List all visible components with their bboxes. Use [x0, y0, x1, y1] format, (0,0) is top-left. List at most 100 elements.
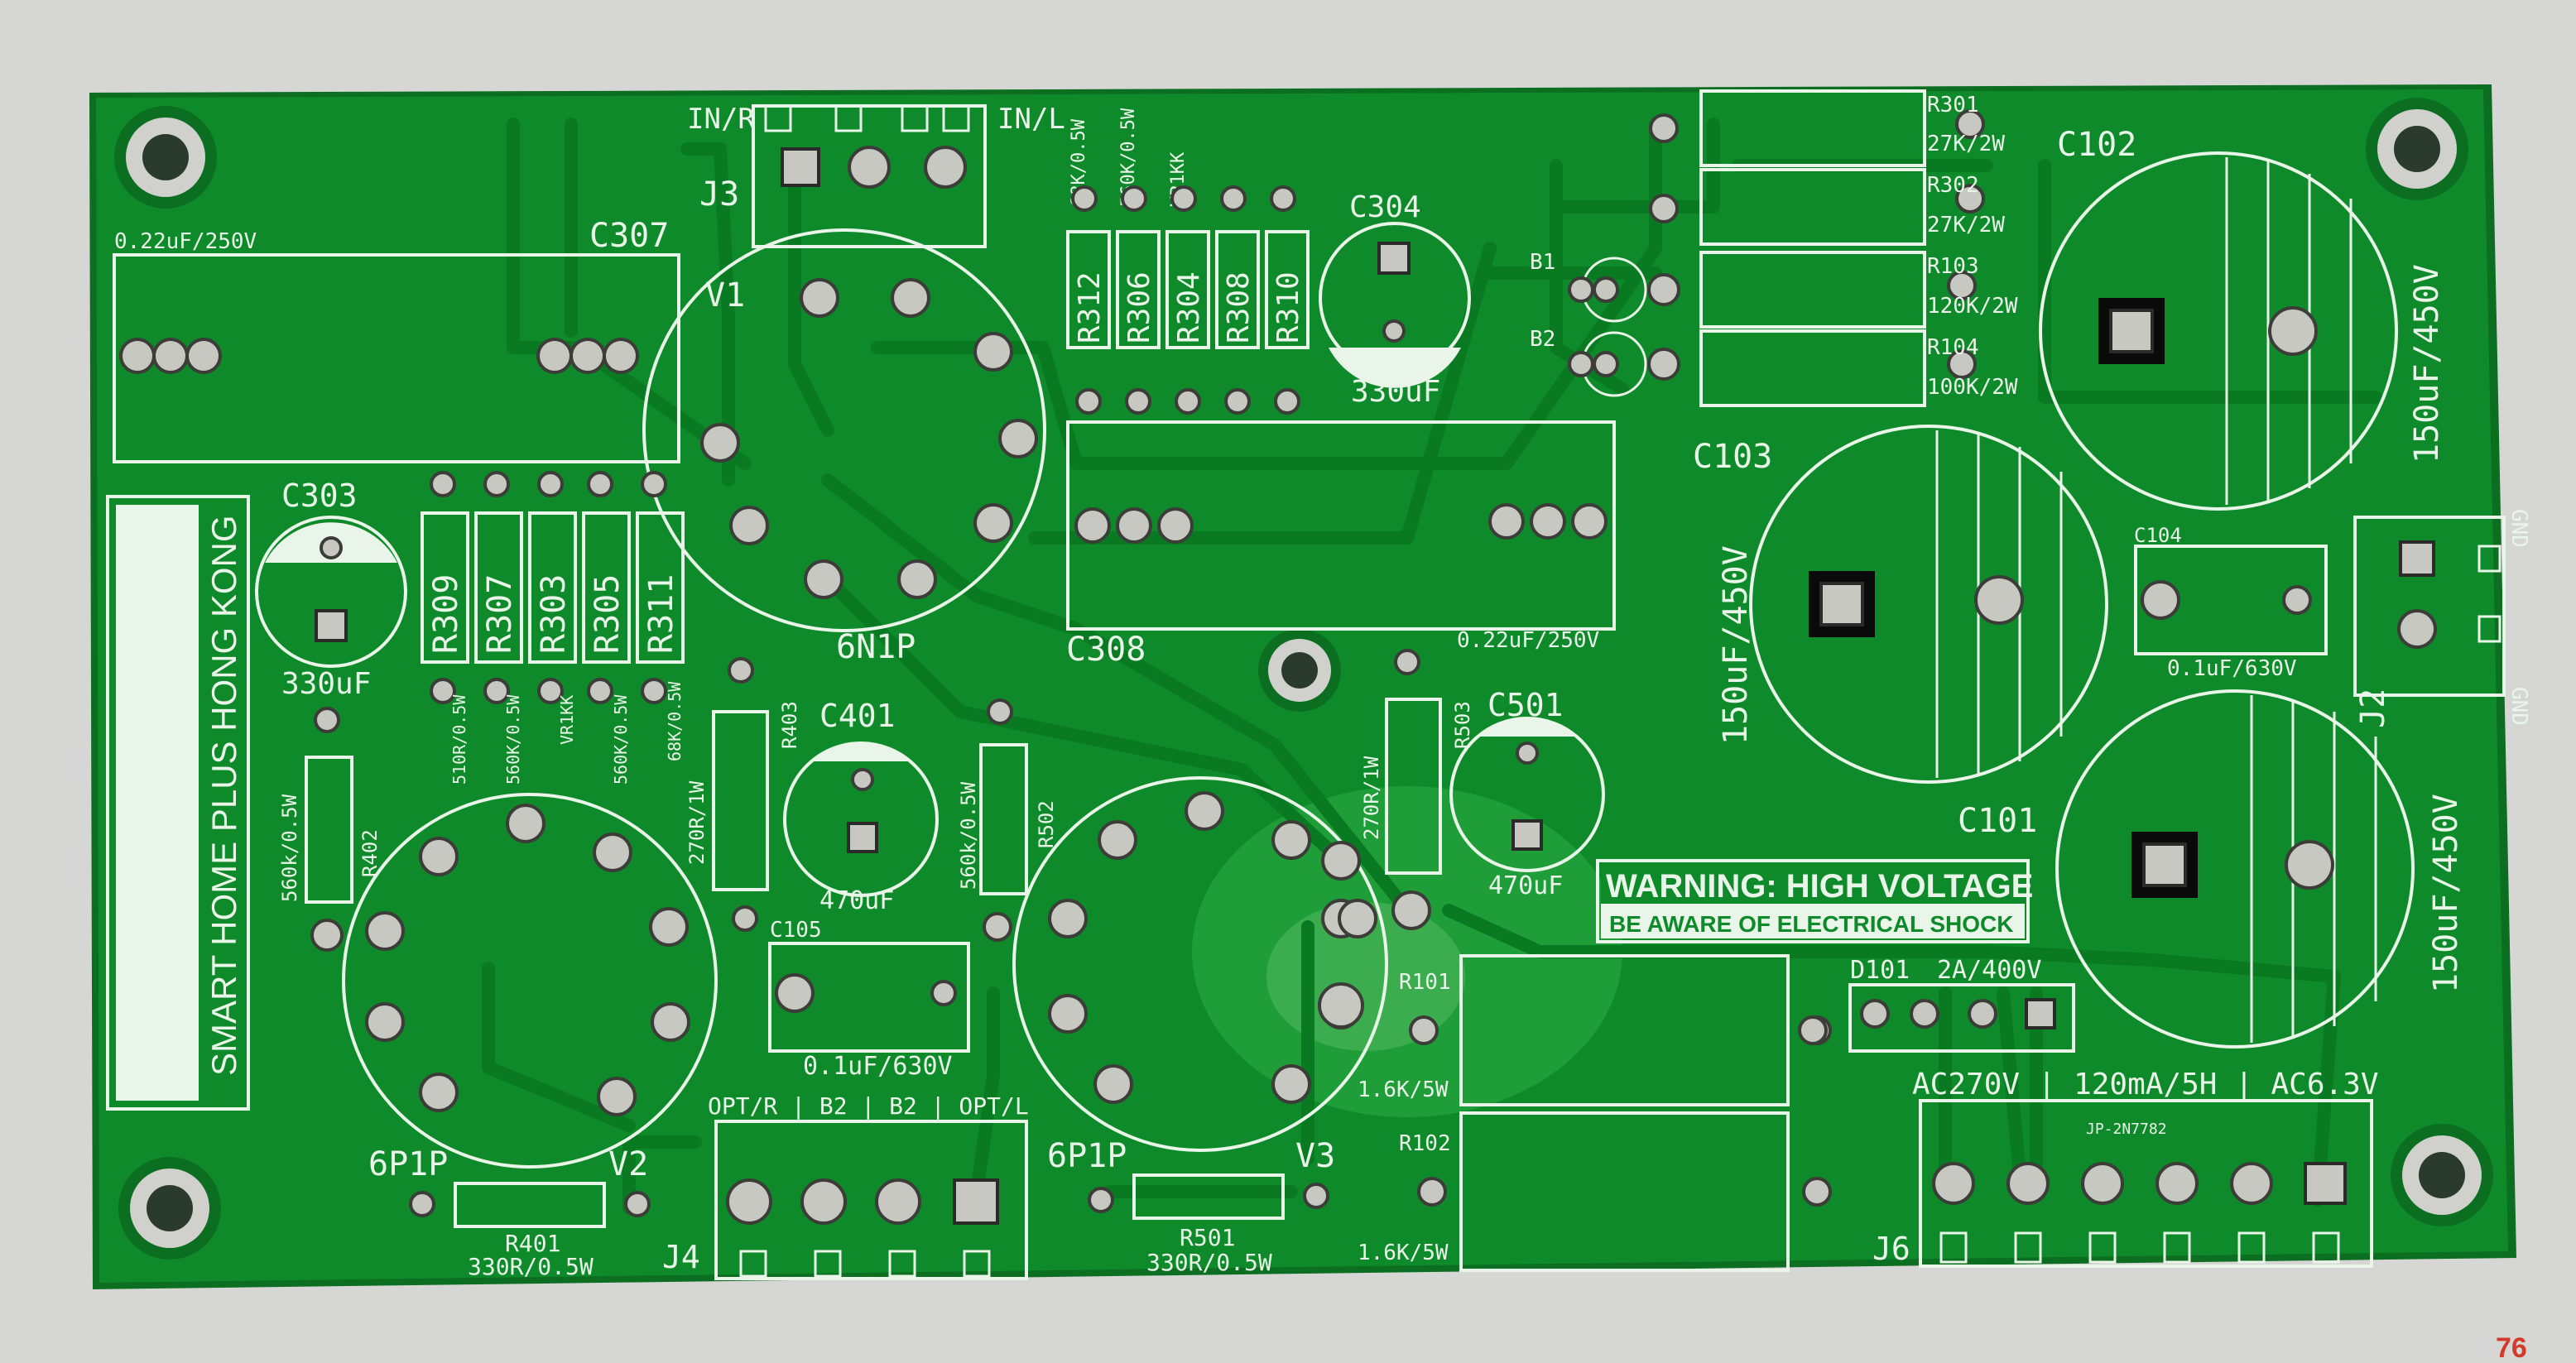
r503-ref: R503 — [1451, 701, 1474, 749]
r401-ref: R401 — [505, 1230, 560, 1257]
watermark-logo: 76 — [2496, 1332, 2527, 1363]
r102-ref: R102 — [1399, 1131, 1451, 1156]
v1-tube-type: 6N1P — [836, 628, 916, 666]
mounting-holes — [114, 98, 2493, 1260]
v3-tube-type: 6P1P — [1047, 1137, 1127, 1175]
j2-connector: GND GND J2 — [2353, 509, 2531, 728]
j3-ref: J3 — [699, 175, 739, 214]
c105-ref: C105 — [770, 918, 822, 943]
c501-capacitor: C501 470uF — [1449, 687, 1605, 900]
r401-value: 330R/0.5W — [468, 1253, 594, 1280]
resistor-bank-top: R312 R306 R304 R308 R310 68K/0.5W 560K/0… — [1066, 108, 1310, 415]
v1-ref: V1 — [705, 276, 745, 314]
c103-value: 150uF/450V — [1717, 545, 1755, 745]
c307-ref: C307 — [589, 217, 669, 255]
resistor-bank-left: R309 R307 R303 R305 R311 510R/0.5W 560K/… — [421, 471, 685, 785]
warning-label: WARNING: HIGH VOLTAGE BE AWARE OF ELECTR… — [1596, 859, 2033, 943]
r503-value: 270R/1W — [1360, 756, 1383, 840]
c501-ref: C501 — [1487, 687, 1564, 723]
r102-resistor: R102 1.6K/5W — [1358, 1111, 1832, 1272]
j2-ref: J2 — [2354, 689, 2392, 728]
r306-ref: R306 — [1122, 271, 1156, 343]
r401-resistor: R401 330R/0.5W — [409, 1182, 651, 1280]
c304-capacitor: C304 330uF — [1319, 190, 1471, 409]
warning-subtitle: BE AWARE OF ELECTRICAL SHOCK — [1609, 911, 2013, 937]
r502-value: 560k/0.5W — [957, 781, 980, 890]
r502-resistor: R502 560k/0.5W — [957, 698, 1058, 942]
r402-ref: R402 — [358, 829, 382, 877]
c308-ref: C308 — [1066, 631, 1146, 669]
r305-value: 560K/0.5W — [611, 694, 631, 785]
v3-ref: V3 — [1295, 1137, 1335, 1175]
r503-resistor: R503 270R/1W — [1360, 649, 1474, 930]
r312-ref: R312 — [1073, 271, 1107, 343]
c303-ref: C303 — [281, 478, 358, 514]
c104-capacitor: C104 0.1uF/630V — [2134, 524, 2328, 681]
c102-ref: C102 — [2057, 126, 2136, 164]
r301-ref: R301 — [1927, 93, 1979, 118]
j4-ref: J4 — [662, 1239, 700, 1275]
watermark-text: 76 — [2496, 1332, 2527, 1363]
j6-ref: J6 — [1872, 1231, 1910, 1267]
r502-ref: R502 — [1035, 800, 1058, 848]
c501-value: 470uF — [1488, 871, 1563, 900]
c307-capacitor: 0.22uF/250V C307 — [113, 217, 680, 463]
c105-capacitor: C105 0.1uF/630V — [768, 918, 970, 1081]
bridge-leds: B1 B2 — [1530, 250, 1680, 397]
c304-ref: C304 — [1349, 190, 1421, 224]
d101-ref: D101 — [1850, 956, 1910, 985]
r309-ref: R309 — [427, 574, 465, 654]
c304-value: 330uF — [1351, 375, 1440, 409]
r101-ref: R101 — [1399, 970, 1451, 995]
c102-capacitor: C102 150uF/450V — [2039, 126, 2446, 511]
supply-spec: AC270V | 120mA/5H | AC6.3V — [1912, 1068, 2379, 1101]
r302-ref: R302 — [1927, 173, 1979, 198]
r103-ref: R103 — [1927, 254, 1979, 279]
c104-ref: C104 — [2134, 524, 2182, 547]
b1-ref: B1 — [1530, 250, 1555, 275]
v2-tube-type: 6P1P — [368, 1145, 448, 1183]
title-block: PROJECT PI - X SMART HOME PLUS HONG KONG — [106, 495, 250, 1111]
v1-tube-socket: V1 6N1P — [642, 228, 1046, 666]
r102-value: 1.6K/5W — [1358, 1241, 1449, 1265]
r311-value: 68K/0.5W — [665, 681, 685, 761]
v2-ref: V2 — [608, 1145, 648, 1183]
gnd-label-top: GND — [2506, 509, 2531, 548]
c104-value: 0.1uF/630V — [2167, 656, 2297, 681]
v2-tube-socket: 6P1P V2 — [342, 793, 718, 1183]
r501-resistor: R501 330R/0.5W — [1088, 1173, 1329, 1276]
r305-ref: R305 — [589, 574, 627, 654]
c101-ref: C101 — [1958, 802, 2037, 840]
j4-pin-labels: OPT/R | B2 | B2 | OPT/L — [708, 1092, 1029, 1120]
c102-value: 150uF/450V — [2408, 264, 2446, 463]
c401-ref: C401 — [819, 698, 896, 734]
r303-ref: R303 — [535, 574, 573, 654]
r304-ref: R304 — [1172, 271, 1206, 343]
r104-ref: R104 — [1927, 335, 1979, 360]
r308-ref: R308 — [1222, 271, 1256, 343]
r307-ref: R307 — [481, 574, 519, 654]
r101-value: 1.6K/5W — [1358, 1077, 1449, 1102]
power-resistors: R301 27K/2W R302 27K/2W R103 120K/2W R10… — [1649, 89, 2018, 407]
r310-ref: R310 — [1271, 271, 1305, 343]
r402-resistor: R402 560k/0.5W — [278, 707, 382, 952]
r104-value: 100K/2W — [1927, 375, 2018, 400]
in-l-label: IN/L — [997, 103, 1065, 136]
board-subtitle: SMART HOME PLUS HONG KONG — [204, 515, 243, 1076]
c401-capacitor: C401 470uF — [783, 698, 939, 915]
d101-rectifier: D101 2A/400V — [1848, 956, 2075, 1053]
gnd-label-bottom: GND — [2506, 687, 2531, 726]
r303-value: VR1KK — [557, 695, 577, 745]
c103-ref: C103 — [1693, 438, 1772, 476]
r402-value: 560k/0.5W — [278, 794, 301, 902]
j4-connector: OPT/R | B2 | B2 | OPT/L J4 — [662, 1092, 1029, 1280]
j3-connector: J3 IN/R IN/L — [687, 103, 1065, 248]
c308-value: 0.22uF/250V — [1457, 628, 1599, 653]
r307-value: 560K/0.5W — [503, 694, 523, 785]
r302-value: 27K/2W — [1927, 213, 2005, 238]
c103-capacitor: C103 150uF/450V — [1693, 425, 2108, 784]
r501-value: 330R/0.5W — [1146, 1249, 1272, 1276]
r403-ref: R403 — [778, 701, 801, 749]
r309-value: 510R/0.5W — [449, 694, 469, 785]
